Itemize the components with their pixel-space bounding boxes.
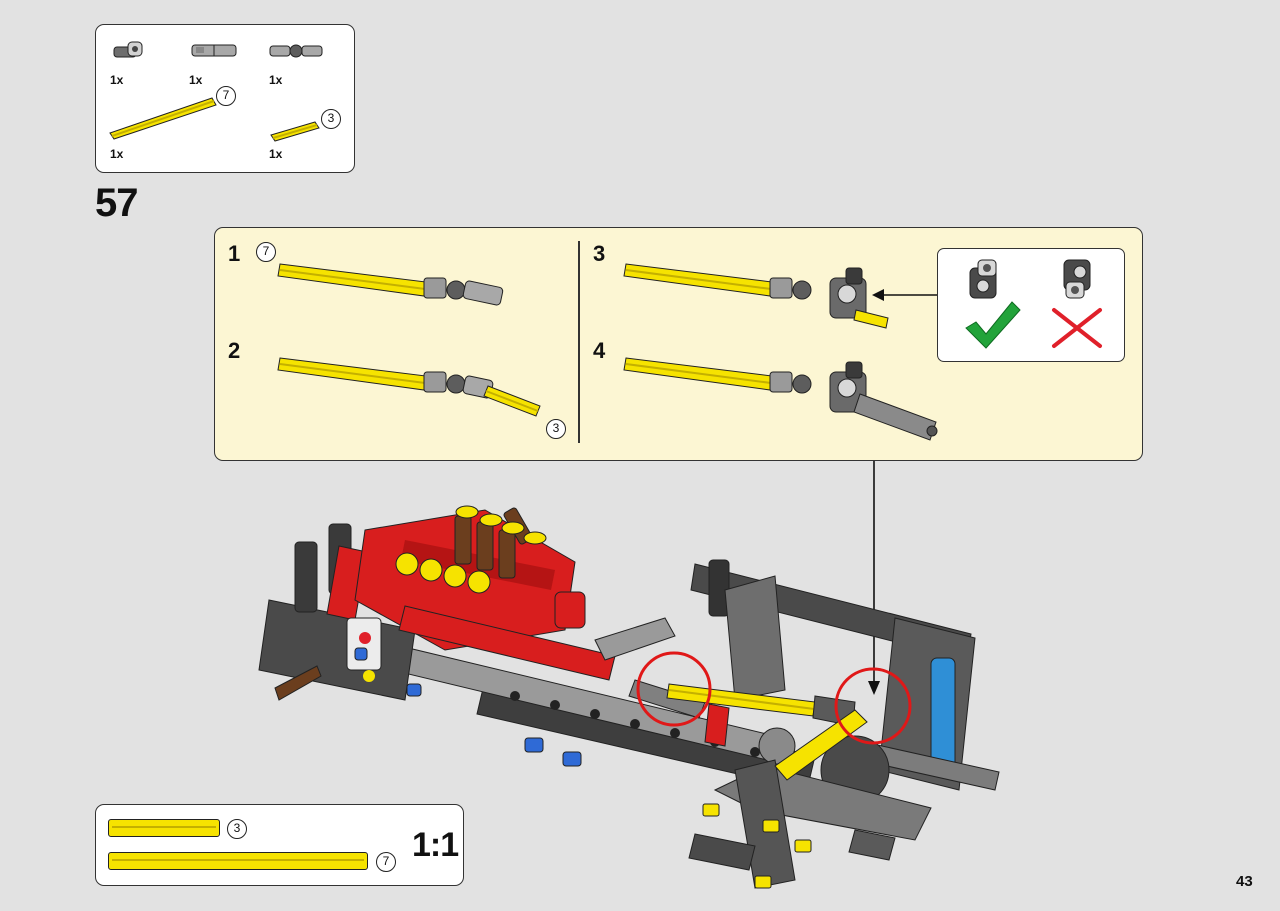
length-badge: 7 [376,852,396,872]
sub-step-1-drawing [277,263,504,306]
model-illustration [258,505,1000,889]
hint-arrow [872,289,938,301]
page-number: 43 [1236,873,1253,890]
connector-wrong-icon [1063,259,1091,299]
part-qty: 1x [269,147,283,161]
scale-axle-3 [108,819,220,837]
checkmark-icon [965,301,1021,349]
scale-axle-7 [108,852,368,870]
axle-joiner-icon [191,44,237,57]
length-badge: 3 [546,419,566,439]
sub-step-4-drawing [623,357,938,441]
parts-list-panel: 1x 1x 1x 7 1x 3 1x [95,24,355,173]
axle-7-icon [109,97,217,140]
connector-correct-icon [969,259,997,299]
highlight-circle [636,651,712,727]
sub-step-2-drawing [277,357,541,417]
length-badge: 3 [227,819,247,839]
cross-icon [1052,308,1102,348]
sub-step-number: 1 [228,241,241,266]
part-qty: 1x [110,73,124,87]
part-qty: 1x [269,73,283,87]
universal-joint-icon [269,44,323,58]
scale-label: 1:1 [412,826,459,864]
sub-step-number: 2 [228,338,241,363]
length-badge: 7 [256,242,276,262]
step-number: 57 [95,181,138,225]
length-badge: 7 [216,86,236,106]
length-badge: 3 [321,109,341,129]
axle-3-icon [270,121,320,142]
scale-ruler-panel [95,804,464,886]
part-qty: 1x [189,73,203,87]
sub-step-number: 4 [593,338,606,363]
sub-step-3-drawing [623,263,889,329]
part-qty: 1x [110,147,124,161]
connector-icon [113,41,143,58]
callout-pointer [868,461,880,695]
highlight-circle [834,667,912,745]
sub-step-divider [578,241,580,443]
sub-step-number: 3 [593,241,606,266]
